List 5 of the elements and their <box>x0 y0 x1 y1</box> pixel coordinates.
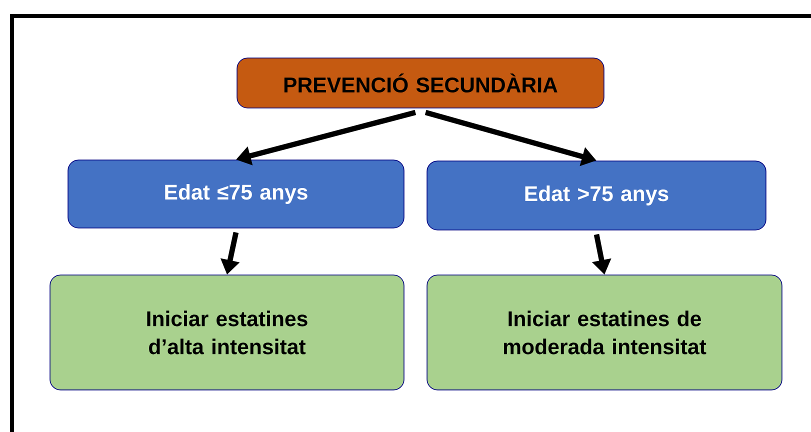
result-box: Iniciar estatines d’alta intensitat <box>50 274 404 390</box>
heading-box: PREVENCIÓ SECUNDÀRIA <box>236 58 604 108</box>
result-box: Iniciar estatines de moderada intensitat <box>426 274 782 390</box>
process-box: Edat >75 anys <box>426 160 766 230</box>
process-box: Edat ≤75 anys <box>68 160 404 228</box>
